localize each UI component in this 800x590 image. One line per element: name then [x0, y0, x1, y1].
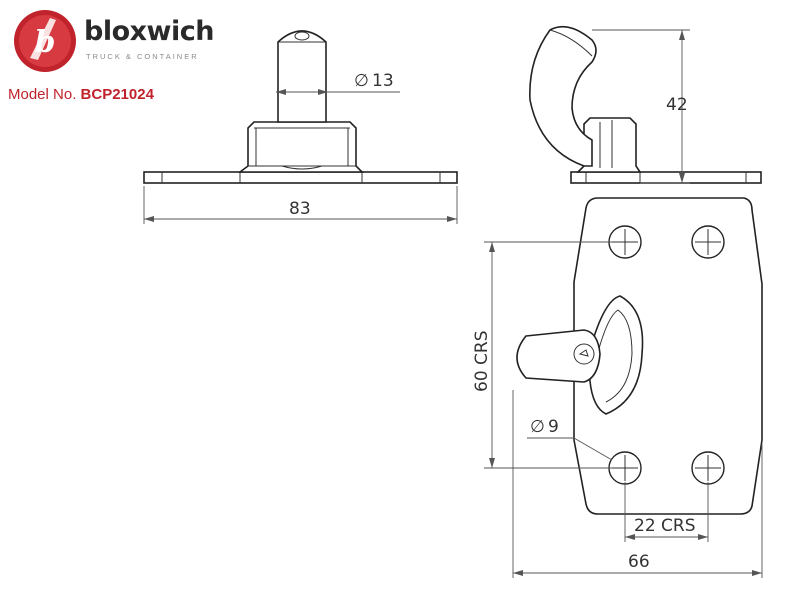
hole-centres-vertical-value: 60 CRS — [472, 330, 492, 392]
brand-tagline: TRUCK & CONTAINER — [86, 52, 199, 61]
side-base-plate — [570, 171, 762, 184]
height-value: 42 — [666, 95, 688, 115]
plan-saddle — [588, 295, 644, 415]
front-view: ∅ 13 83 — [143, 30, 458, 224]
front-base-plate — [143, 171, 458, 184]
model-label: Model No. — [8, 86, 77, 103]
bloxwich-logo-icon: b — [14, 10, 76, 72]
pin-diameter-value: 13 — [372, 71, 394, 91]
front-diameter-symbol: ∅ — [354, 71, 369, 91]
plate-width-value: 66 — [628, 552, 650, 572]
side-hook — [529, 25, 597, 167]
hole-bottom-left — [608, 451, 642, 485]
model-line: Model No. BCP21024 — [8, 86, 154, 103]
hole-diameter-symbol: ∅ — [530, 417, 545, 437]
logo-letter: b — [35, 25, 56, 60]
brand-name: bloxwich — [84, 16, 214, 47]
header: b bloxwich TRUCK & CONTAINER Model No. B… — [0, 0, 240, 110]
plan-pin — [516, 329, 601, 383]
front-pin — [277, 30, 327, 123]
plan-plate — [573, 197, 763, 515]
hole-centres-horizontal-value: 22 CRS — [634, 516, 696, 536]
base-length-value: 83 — [289, 199, 311, 219]
hole-bottom-right — [691, 451, 725, 485]
hole-diameter-value: 9 — [548, 417, 559, 437]
front-boss — [237, 121, 364, 173]
hole-top-right — [691, 225, 725, 259]
side-view: 42 — [529, 25, 762, 184]
plan-view: 60 CRS ∅ 9 22 CRS 66 — [472, 197, 763, 578]
model-number: BCP21024 — [80, 86, 154, 103]
hole-top-left — [608, 225, 642, 259]
